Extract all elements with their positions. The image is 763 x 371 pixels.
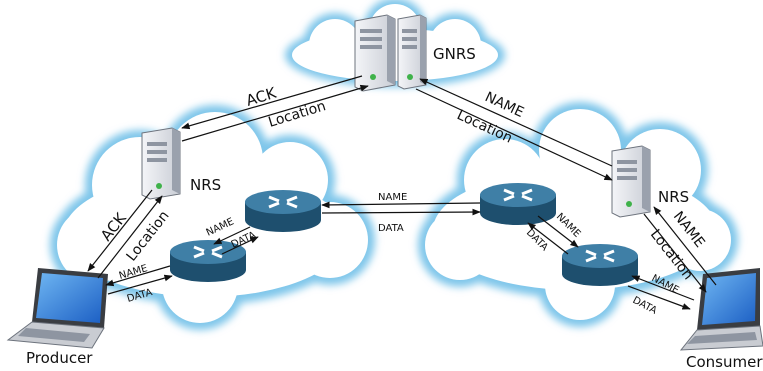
gnrs-label: GNRS — [433, 45, 476, 63]
arrow-router-lower-to-upper — [221, 236, 259, 255]
arrow-consumer-to-router-right — [631, 275, 695, 301]
arrow-producer-to-router — [107, 274, 173, 295]
arrow-router-to-producer — [105, 265, 171, 287]
nrs-right-label: NRS — [658, 188, 689, 206]
arrow-router-right-upper-to-lower — [537, 215, 579, 248]
ack-label-gnrs: ACK — [244, 83, 279, 109]
arrow-consumer-to-nrs-right — [653, 206, 717, 286]
arrow-nrs-left-to-producer — [87, 189, 153, 272]
arrow-router-right-lower-to-upper — [527, 222, 569, 255]
router-right-lower-icon — [562, 244, 638, 286]
arrow-producer-to-nrs-left — [97, 195, 163, 279]
data-label-inter-cloud: DATA — [378, 223, 404, 234]
gnrs-server-icon — [354, 14, 427, 92]
arrow-inter-cloud-name — [321, 201, 481, 209]
arrow-nrs-right-to-gnrs — [419, 78, 613, 167]
router-left-upper-icon — [245, 190, 321, 232]
arrow-gnrs-to-nrs-right — [415, 88, 613, 181]
cloud-right — [418, 102, 738, 327]
arrow-gnrs-to-nrs-left — [181, 75, 363, 130]
producer-label: Producer — [26, 349, 93, 367]
nrs-right-server-icon — [611, 145, 651, 218]
consumer-laptop-icon — [679, 268, 763, 351]
arrow-router-right-to-consumer — [627, 285, 691, 310]
producer-laptop-icon — [6, 268, 108, 349]
nrs-left-label: NRS — [190, 176, 221, 194]
router-left-lower-icon — [170, 240, 246, 282]
arrow-nrs-right-to-consumer — [643, 213, 707, 293]
arrow-nrs-left-to-gnrs — [181, 84, 369, 142]
name-label-inter-cloud: NAME — [378, 192, 407, 203]
arrow-inter-cloud-data — [321, 208, 481, 216]
router-right-upper-icon — [480, 183, 556, 225]
name-label-gnrs-right: NAME — [482, 89, 526, 121]
arrows — [87, 75, 717, 310]
arrow-router-upper-to-lower — [213, 226, 251, 245]
location-label-gnrs: Location — [266, 98, 327, 131]
consumer-label: Consumer — [686, 353, 763, 371]
data-label-consumer-router: DATA — [631, 295, 659, 317]
nrs-left-server-icon — [141, 127, 181, 200]
